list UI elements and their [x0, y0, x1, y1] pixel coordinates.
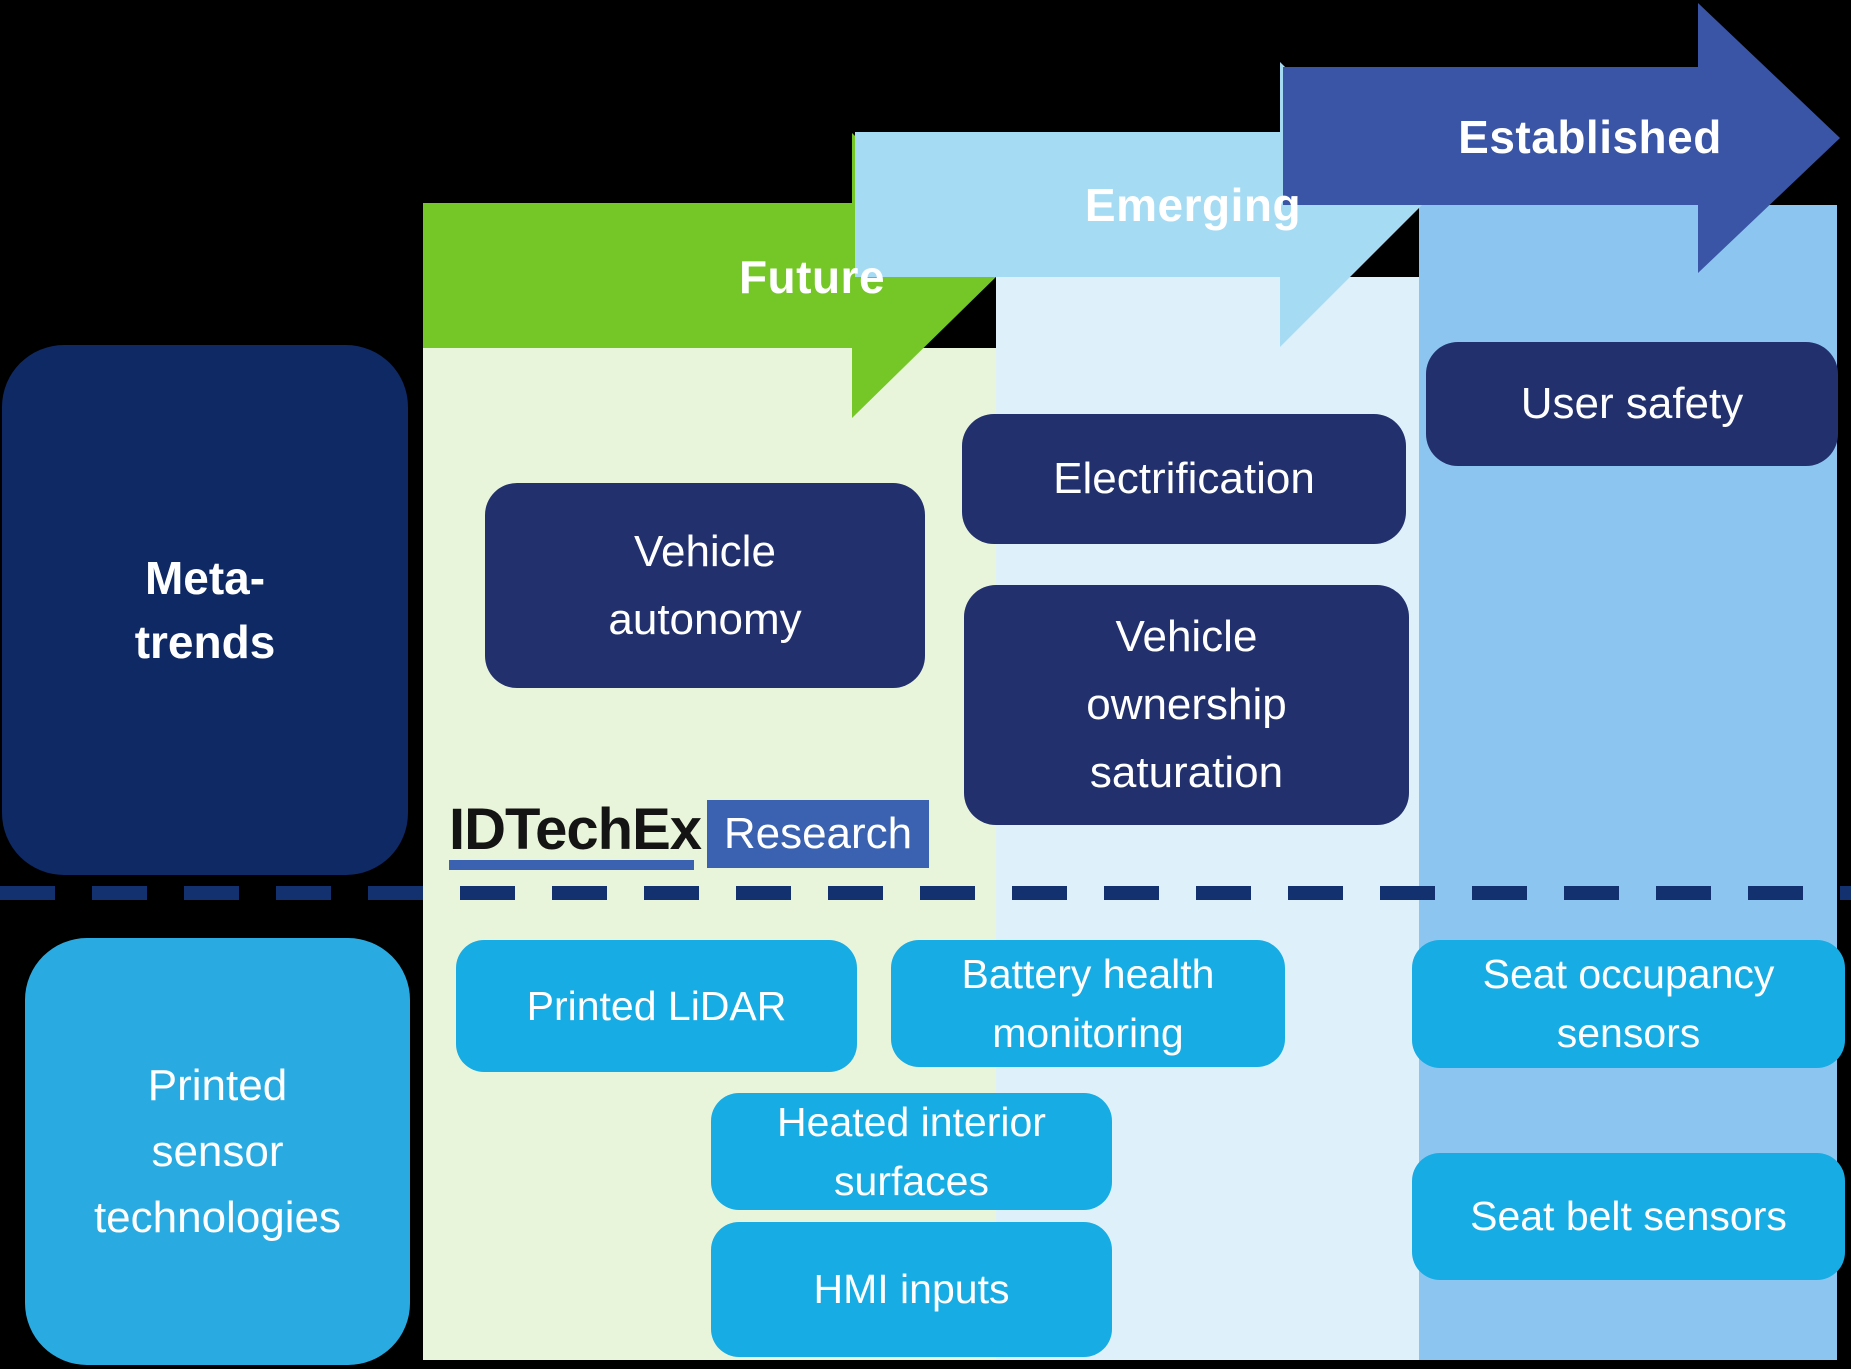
future-arrow-label: Future [738, 251, 886, 303]
vehicle-autonomy-box: Vehicle autonomy [485, 483, 925, 688]
idtechex-logo-wordmark: IDTechEx [449, 797, 702, 862]
printed-lidar-box: Printed LiDAR [456, 940, 857, 1072]
seat-belt-sensors-box: Seat belt sensors [1412, 1153, 1845, 1280]
hmi-inputs-box: HMI inputs [711, 1222, 1112, 1357]
row-divider-dashed-line [0, 886, 1851, 900]
heated-interior-surfaces-box: Heated interior surfaces [711, 1093, 1112, 1210]
seat-occupancy-sensors-box: Seat occupancy sensors [1412, 940, 1845, 1068]
battery-health-monitoring-box: Battery health monitoring [891, 940, 1285, 1067]
established-arrow-label: Established [1458, 111, 1722, 163]
emerging-arrow-label: Emerging [1084, 179, 1302, 231]
electrification-box: Electrification [962, 414, 1406, 544]
meta-trends-row-header: Meta- trends [2, 345, 408, 875]
idtechex-logo-underline [449, 860, 694, 870]
user-safety-box: User safety [1426, 342, 1838, 466]
vehicle-ownership-saturation-box: Vehicle ownership saturation [964, 585, 1409, 825]
printed-sensor-technologies-row-header: Printed sensor technologies [25, 938, 410, 1365]
idtechex-logo-research-tag: Research [707, 800, 929, 868]
